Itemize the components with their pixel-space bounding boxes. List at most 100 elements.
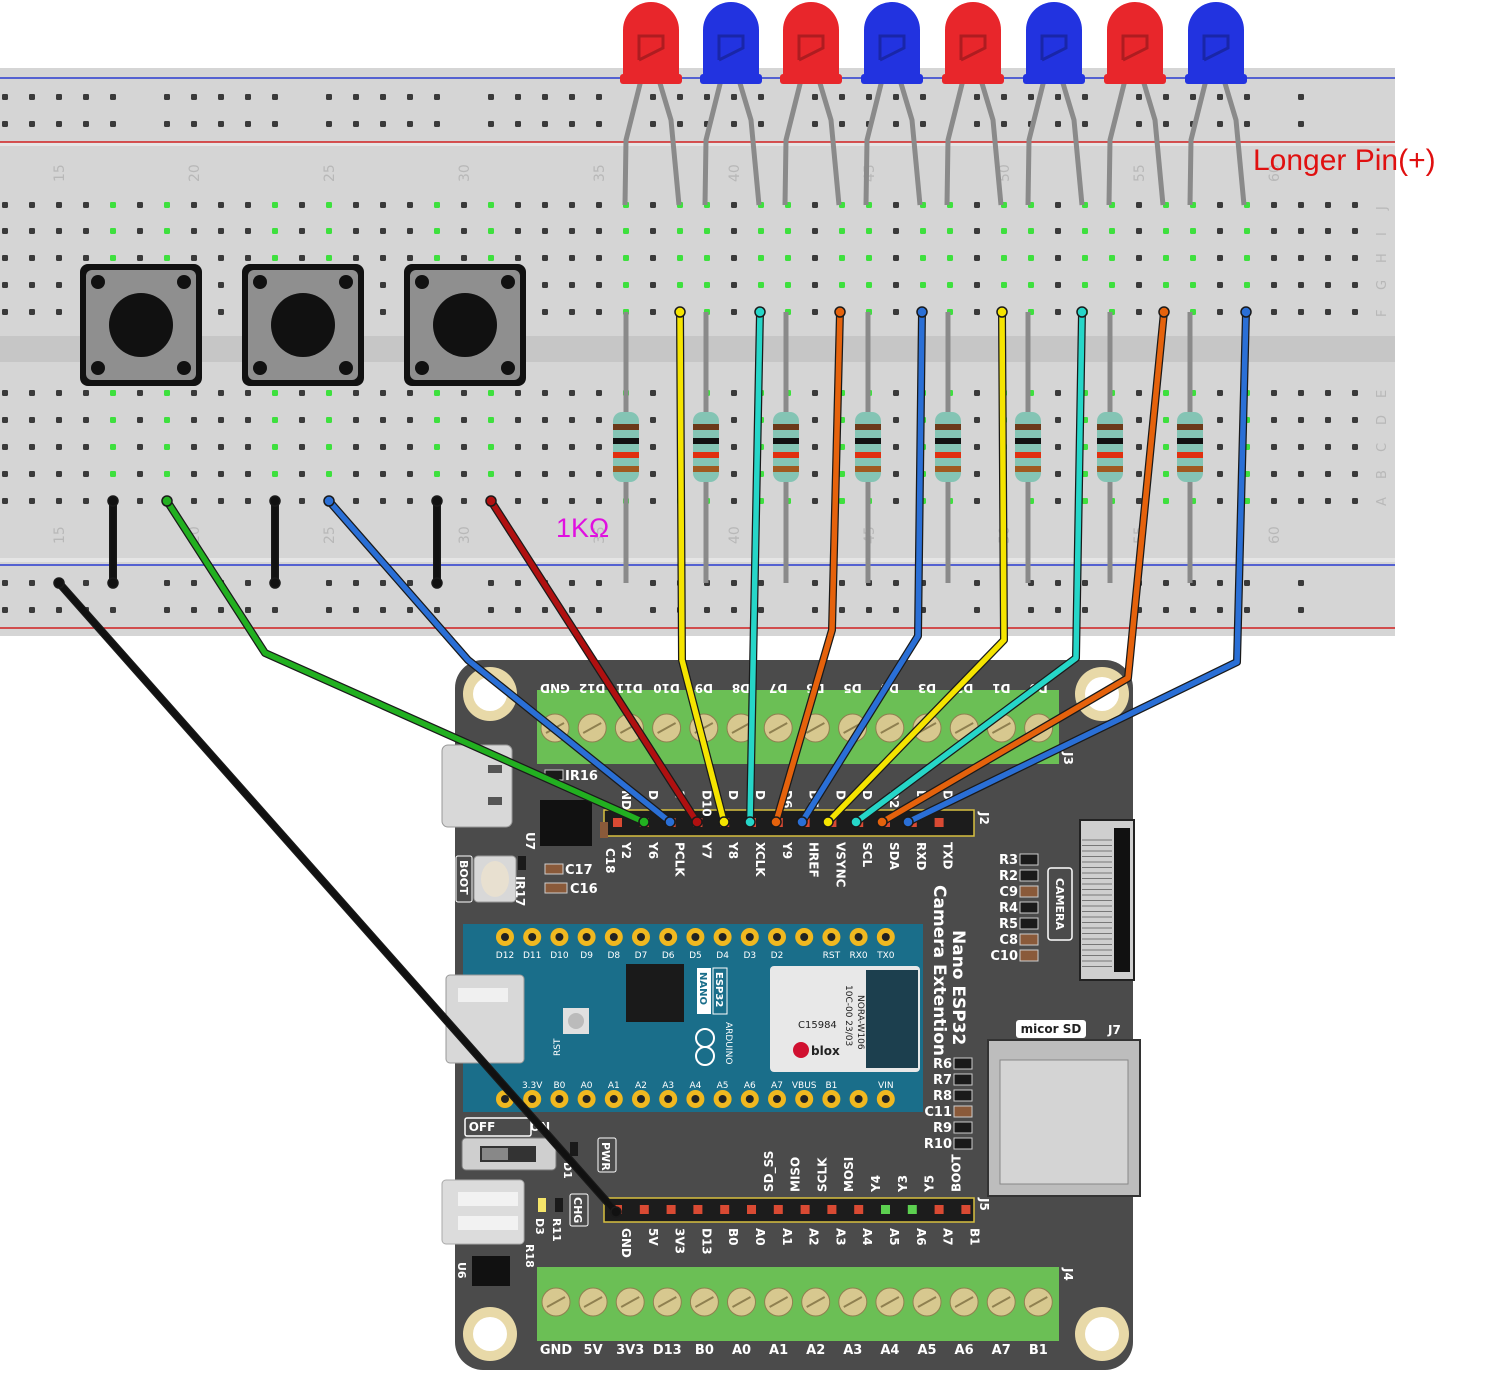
micro-usb-slot (458, 988, 508, 1002)
terminal-hole (1271, 282, 1277, 288)
pin-label: Y5 (923, 1175, 937, 1193)
terminal-label: A5 (917, 1343, 936, 1358)
screw-slot (954, 722, 974, 734)
rail-hole (1136, 121, 1142, 127)
rail-hole (353, 607, 359, 613)
led-body (623, 2, 679, 82)
smd-part (1019, 933, 1039, 946)
annotations: Longer Pin(+) 1KΩ (556, 144, 1436, 543)
terminal-hole (974, 417, 980, 423)
terminal-hole (245, 498, 251, 504)
terminal-hole (272, 228, 278, 234)
terminal-hole (1190, 282, 1196, 288)
column-number: 30 (457, 526, 473, 544)
smd-part (953, 1089, 973, 1102)
led-rim (942, 74, 1004, 84)
module-brand: blox (811, 1044, 840, 1058)
column-number: 50 (997, 164, 1013, 182)
component-label: C10 (990, 949, 1018, 964)
terminal-hole (1055, 498, 1061, 504)
rail-hole (974, 121, 980, 127)
terminal-hole (623, 228, 629, 234)
resistor-band (1097, 466, 1123, 472)
wire-end (638, 816, 650, 828)
terminal-hole (191, 471, 197, 477)
button-corner (415, 361, 429, 375)
terminal-hole (1055, 282, 1061, 288)
arduino-logo-icon (695, 1046, 715, 1066)
row-letter: I (1375, 232, 1390, 236)
screw-slot (768, 722, 788, 734)
pin-label: SD_SS (762, 1151, 777, 1192)
resistor-band (773, 438, 799, 444)
nano-pin-hole (854, 933, 863, 941)
row-letter: C (1375, 443, 1390, 452)
terminal-hole (785, 228, 791, 234)
wire-end (902, 816, 914, 828)
rail-hole (704, 94, 710, 100)
terminal-hole (650, 255, 656, 261)
terminal-hole (1217, 228, 1223, 234)
screw-slot (843, 1296, 863, 1308)
terminal-hole (380, 309, 386, 315)
terminal-label: A4 (880, 1343, 899, 1358)
terminal-hole (1163, 390, 1169, 396)
terminal-hole (461, 202, 467, 208)
pin-label: SCL (860, 842, 874, 867)
pwr-label-box (597, 1137, 617, 1173)
rail-hole (650, 94, 656, 100)
header-pin (961, 1205, 971, 1214)
pin-label: PCLK (673, 842, 687, 877)
screw-slot (546, 1296, 566, 1308)
rail-hole (812, 94, 818, 100)
rail-hole (1190, 607, 1196, 613)
wire-end (834, 306, 846, 318)
terminal-hole (353, 202, 359, 208)
pin-label: A0 (753, 1228, 767, 1246)
led-rim (620, 74, 682, 84)
terminal-hole (434, 444, 440, 450)
rail-hole (326, 607, 332, 613)
terminal-hole (731, 417, 737, 423)
jumper-wires (53, 306, 1252, 1218)
terminal-hole (56, 309, 62, 315)
terminal-hole (272, 471, 278, 477)
terminal-hole (542, 390, 548, 396)
wire-end (269, 495, 281, 507)
column-number: 60 (1267, 526, 1283, 544)
pin-label: B0 (726, 1228, 740, 1246)
terminal-label: D8 (732, 681, 750, 695)
wire-end (610, 1206, 622, 1218)
terminal-hole (1325, 255, 1331, 261)
terminal-hole (1325, 417, 1331, 423)
terminal-hole (1298, 444, 1304, 450)
rail-hole (758, 607, 764, 613)
resistor (773, 312, 799, 583)
red-led (1104, 2, 1166, 206)
terminal-hole (1298, 471, 1304, 477)
terminal-hole (191, 444, 197, 450)
rail-hole (758, 580, 764, 586)
terminal-hole (1163, 444, 1169, 450)
nano-pin-label: A5 (717, 1081, 729, 1091)
terminal-hole (1136, 255, 1142, 261)
component-label: C17 (565, 863, 593, 878)
nano-pin-hole (528, 933, 537, 941)
terminal-hole (1217, 390, 1223, 396)
power-switch-knob (482, 1148, 508, 1160)
terminal-label: GND (540, 1343, 573, 1358)
terminal-hole (461, 417, 467, 423)
terminal-hole (56, 255, 62, 261)
led-leg-short (702, 79, 724, 206)
rail-hole (731, 94, 737, 100)
smd-part (544, 882, 568, 894)
rail-hole (326, 94, 332, 100)
terminal-hole (731, 498, 737, 504)
terminal-hole (164, 202, 170, 208)
terminal-hole (326, 228, 332, 234)
terminal-label: B1 (1029, 1343, 1048, 1358)
terminal-hole (542, 228, 548, 234)
terminal-hole (1001, 282, 1007, 288)
terminal-hole (1163, 498, 1169, 504)
pin-label: Y8 (726, 841, 740, 859)
